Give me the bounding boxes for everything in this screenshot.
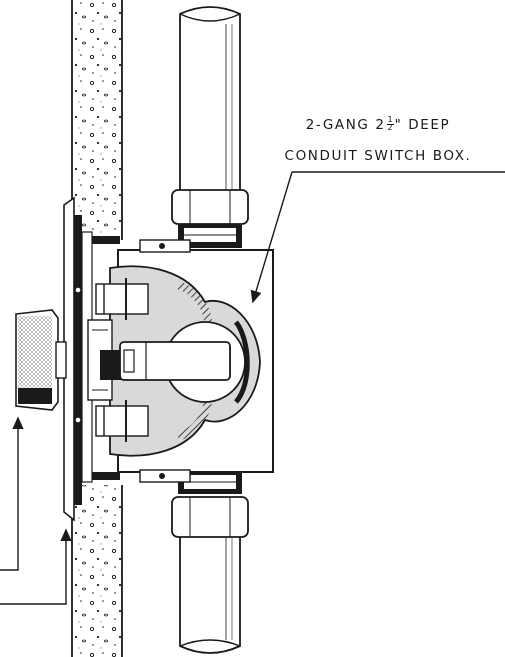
- callout-fraction-bar: [386, 123, 394, 125]
- callout-fraction-denominator: 2: [387, 123, 393, 132]
- callout-leader: [250, 171, 505, 304]
- wall-lower-section: [72, 485, 122, 657]
- bottom-left-leaders: [0, 416, 72, 605]
- wall-upper-section: [72, 0, 122, 240]
- callout-label-prefix: 2-GANG 2: [305, 117, 386, 133]
- callout-label-suffix: " DEEP: [394, 117, 451, 133]
- dimmer-mechanism: [87, 278, 149, 442]
- callout-label-line-2: CONDUIT SWITCH BOX.: [284, 148, 472, 164]
- dimmer-knob: [15, 309, 67, 411]
- conduit-pipe-lower: [179, 534, 241, 654]
- concrete-wall: [71, 0, 123, 657]
- potentiometer: [119, 321, 246, 403]
- callout-fraction-numerator: 1: [387, 115, 393, 124]
- conduit-pipe-upper: [179, 6, 241, 193]
